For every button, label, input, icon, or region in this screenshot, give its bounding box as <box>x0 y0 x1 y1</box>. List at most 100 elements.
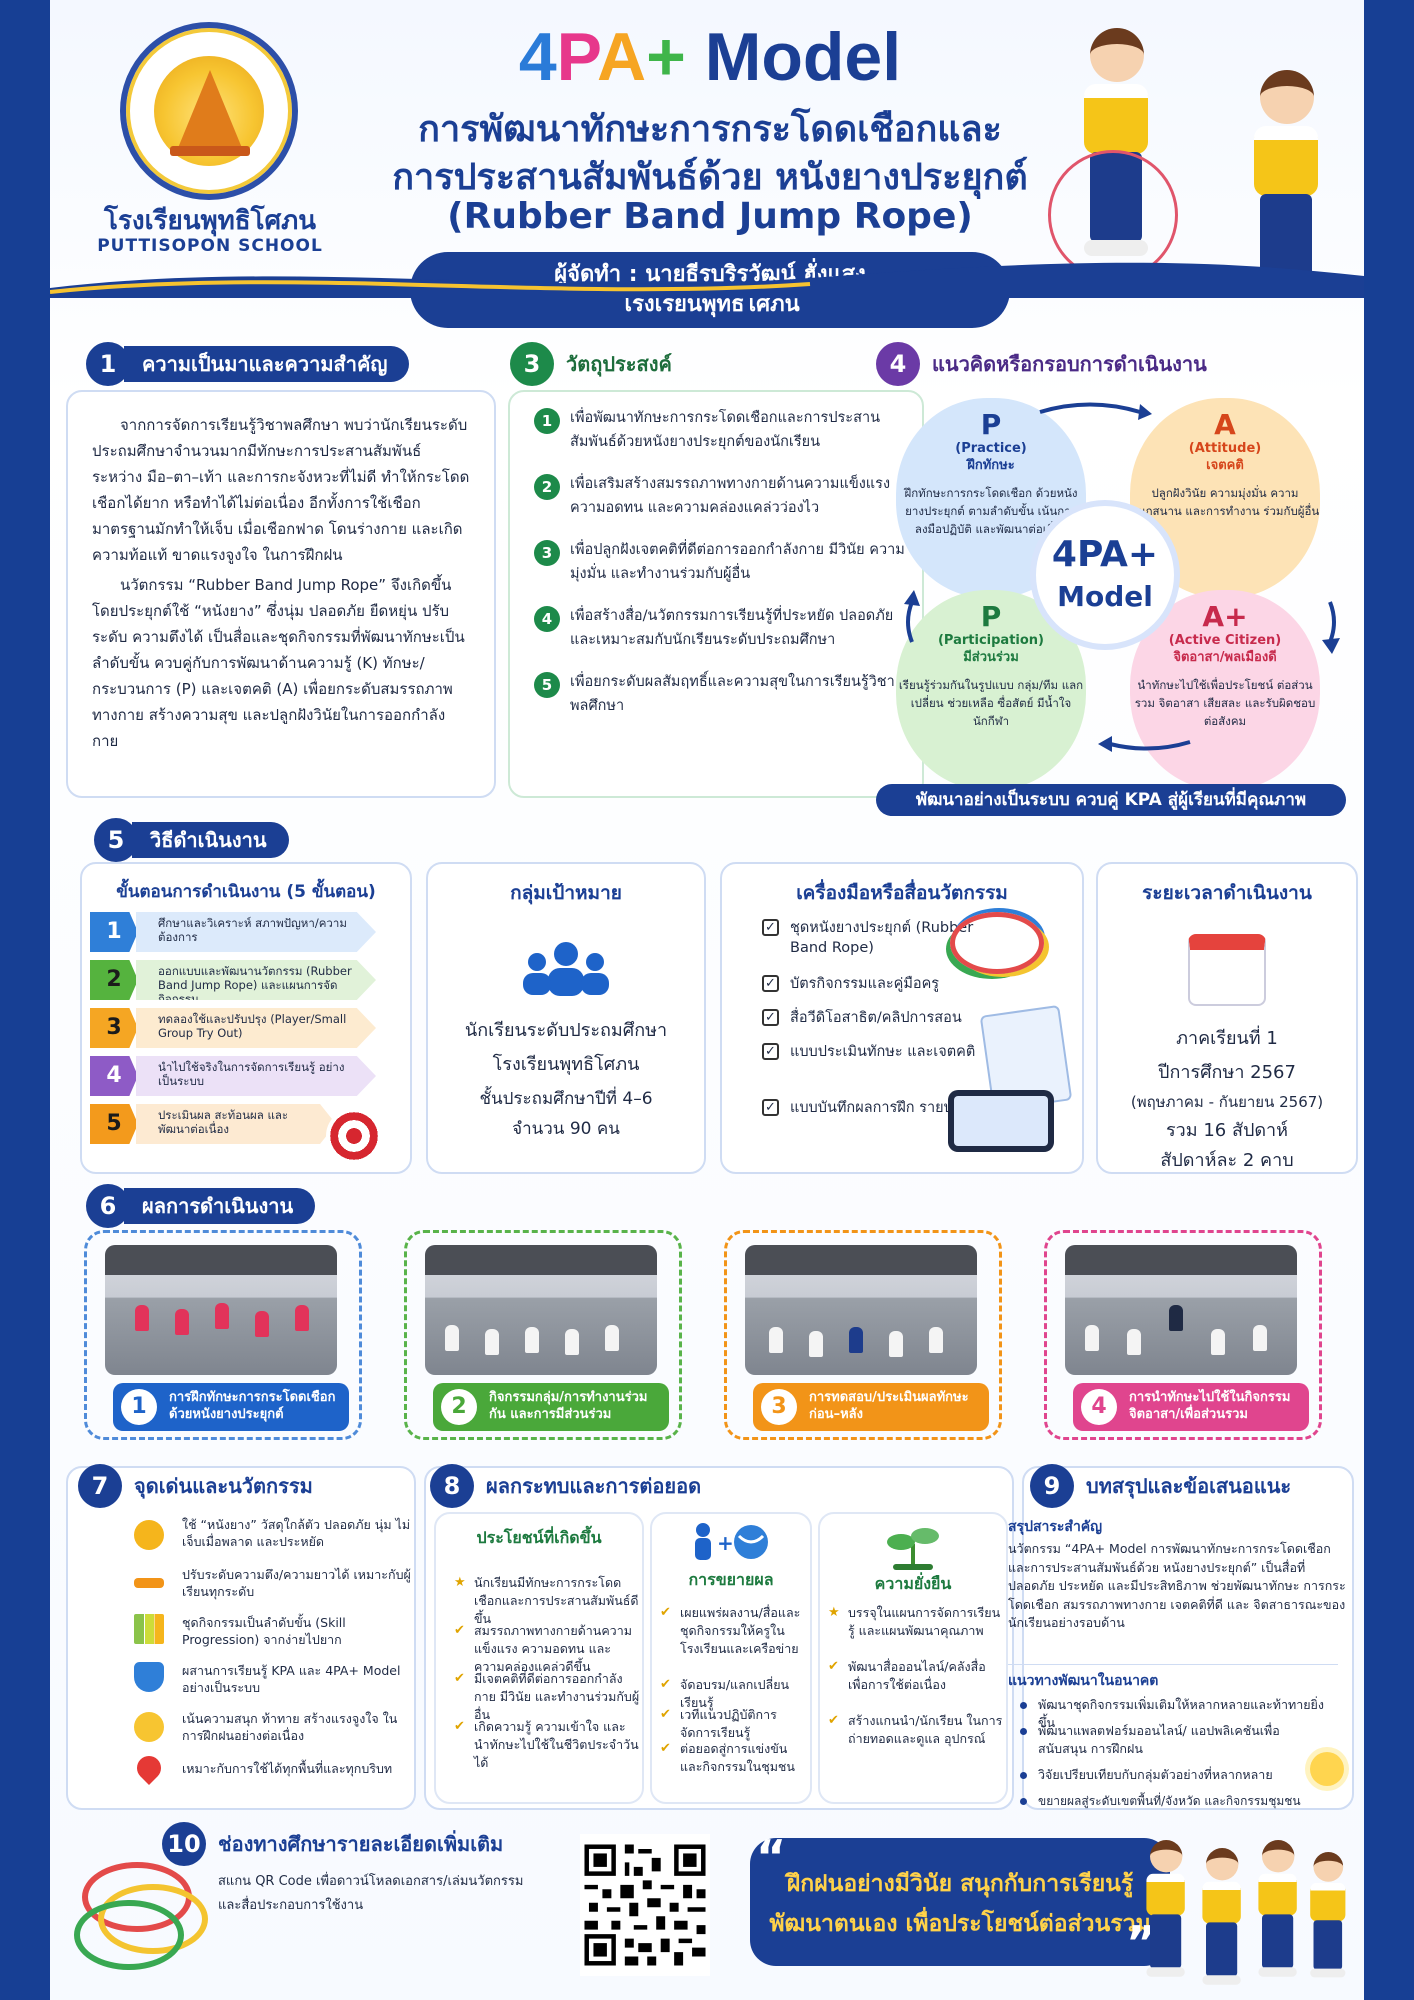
summary-text: นวัตกรรม “4PA+ Model การพัฒนาทักษะการกระ… <box>1008 1541 1346 1630</box>
section-title: ผลกระทบและการต่อยอด <box>486 1474 702 1498</box>
section-4-header: 4 แนวคิดหรือกรอบการดำเนินงาน <box>876 342 1229 386</box>
section-7-header: 7 จุดเด่นและนวัตกรรม <box>78 1464 335 1508</box>
tool-item: ✓สื่อวีดิโอสาธิต/คลิปการสอน <box>762 1008 990 1028</box>
background-para-2: นวัตกรรม “Rubber Band Jump Rope” จึงเกิด… <box>92 576 465 750</box>
section-number: 10 <box>162 1822 206 1866</box>
future-item: วิจัยเปรียบเทียบกับกลุ่มตัวอย่างที่หลากห… <box>1020 1766 1290 1784</box>
open-quote-icon: “ <box>756 1830 787 1884</box>
conclusion-box <box>1022 1466 1354 1810</box>
section-title: ผลการดำเนินงาน <box>124 1188 316 1224</box>
benefit-item: ✔สมรรถภาพทางกายด้านความแข็งแรง ความอดทน … <box>454 1623 632 1674</box>
objectives-box <box>508 390 924 798</box>
title-line-2: การประสานสัมพันธ์ด้วย หนังยางประยุกต์ <box>392 157 1028 198</box>
header-wave <box>50 262 1364 298</box>
school-name-thai: โรงเรียนพุทธิโศภน <box>103 206 316 236</box>
expansion-item: ✔เวทีแนวปฏิบัติการจัดการเรียนรู้ <box>660 1707 777 1740</box>
target-icon <box>326 1108 382 1164</box>
qr-code[interactable] <box>580 1834 710 1976</box>
summary-title: สรุปสาระสำคัญ <box>1008 1519 1103 1535</box>
highlight-item: ใช้ “หนังยาง” วัสดุใกล้ตัว ปลอดภัย นุ่ม … <box>182 1517 411 1549</box>
future-item: ขยายผลสู่ระดับเขตพื้นที่/จังหวัด และกิจก… <box>1020 1792 1338 1810</box>
pagoda-base <box>170 146 250 156</box>
timeframe-line: สัปดาห์ละ 2 คาบ <box>1160 1150 1294 1171</box>
poster-body: โรงเรียนพุทธิโศภน PUTTISOPON SCHOOL 4PA+… <box>50 0 1364 2000</box>
section-number: 7 <box>78 1464 122 1508</box>
model-a: A <box>596 19 647 95</box>
rubber-bands-icon <box>950 912 1044 974</box>
highlight-item: ปรับระดับความตึง/ความยาวได้ เหมาะกับผู้เ… <box>182 1567 411 1599</box>
school-name-english: PUTTISOPON SCHOOL <box>97 236 323 256</box>
benefit-item: ✔เกิดความรู้ ความเข้าใจ และนำทักษะไปใช้ใ… <box>454 1719 639 1770</box>
shield-icon <box>134 1662 164 1692</box>
section-title: ความเป็นมาและความสำคัญ <box>124 346 410 382</box>
highlight-item: เหมาะกับการใช้ได้ทุกพื้นที่และทุกบริบท <box>182 1761 393 1776</box>
benefit-item: ✔มีเจตคติที่ดีต่อการออกกำลังกาย มีวินัย … <box>454 1671 640 1722</box>
svg-text:+: + <box>717 1531 734 1555</box>
result-photo <box>745 1245 977 1375</box>
section-number: 1 <box>86 342 130 386</box>
background-box: จากการจัดการเรียนรู้วิชาพลศึกษา พบว่านัก… <box>66 390 496 798</box>
model-word: Model <box>685 19 902 95</box>
motto-banner: ฝึกฝนอย่างมีวินัย สนุกกับการเรียนรู้ พัฒ… <box>750 1838 1170 1966</box>
step-2: 2 ออกแบบและพัฒนานวัตกรรม (Rubber Band Ju… <box>90 960 380 1000</box>
future-item: พัฒนาแพลตฟอร์มออนไลน์/ แอปพลิเคชันเพื่อส… <box>1020 1722 1290 1758</box>
sustainability-column: ความยั่งยืน <box>818 1512 1008 1804</box>
timeframe-line: ปีการศึกษา 2567 <box>1158 1062 1296 1083</box>
section-number: 6 <box>86 1184 130 1228</box>
timeframe-title: ระยะเวลาดำเนินงาน <box>1142 882 1312 904</box>
pagoda-icon <box>178 70 242 148</box>
tool-item: ✓บัตรกิจกรรมและคู่มือครู <box>762 974 990 994</box>
tool-item: ✓ชุดหนังยางประยุกต์ (Rubber Band Rope) <box>762 918 990 958</box>
lightbulb-icon <box>1310 1752 1344 1786</box>
people-group-icon <box>523 942 609 996</box>
timeframe-box: ระยะเวลาดำเนินงาน ภาคเรียนที่ 1 ปีการศึก… <box>1096 862 1358 1174</box>
sprout-icon <box>887 1528 939 1570</box>
section-number: 4 <box>876 342 920 386</box>
section-3-header: 3 วัตถุประสงค์ <box>510 342 694 386</box>
sustainability-item: ✔พัฒนาสื่อออนไลน์/คลังสื่อ เพื่อการใช้ต่… <box>828 1659 986 1692</box>
person-plus-globe-icon: + <box>695 1523 768 1560</box>
section-9-header: 9 บทสรุปและข้อเสนอแนะ <box>1030 1464 1313 1508</box>
result-photo <box>425 1245 657 1375</box>
section-6-header: 6 ผลการดำเนินงาน <box>86 1184 316 1228</box>
section-title: บทสรุปและข้อเสนอแนะ <box>1086 1474 1292 1498</box>
step-1: 1 ศึกษาและวิเคราะห์ สภาพปัญหา/ความต้องกา… <box>90 912 380 952</box>
kid-illustration <box>1308 1852 1347 1979</box>
model-p: P <box>556 19 597 95</box>
sustainability-item: ✔สร้างแกนนำ/นักเรียน ในการถ่ายทอดและดูแล… <box>828 1713 1003 1746</box>
section-1-header: 1 ความเป็นมาและความสำคัญ <box>86 342 410 386</box>
kid-illustration <box>1200 1848 1242 1986</box>
benefits-column: ประโยชน์ที่เกิดขึ้น <box>434 1512 644 1804</box>
tools-title: เครื่องมือหรือสื่อนวัตกรรม <box>796 882 1008 904</box>
section-5-header: 5 วิธีดำเนินงาน <box>94 818 289 862</box>
highlight-item: เน้นความสนุก ท้าทาย สร้างแรงจูงใจ ในการฝ… <box>182 1711 398 1743</box>
section-title: ช่องทางศึกษารายละเอียดเพิ่มเติม <box>218 1832 504 1856</box>
result-photo <box>105 1245 337 1375</box>
tool-item: ✓แบบบันทึกผลการฝึก รายบุคคล <box>762 1098 990 1118</box>
title-line-3: (Rubber Band Jump Rope) <box>447 196 973 237</box>
section-title: จุดเด่นและนวัตกรรม <box>134 1474 313 1498</box>
tool-item: ✓แบบประเมินทักษะ และเจตคติ <box>762 1042 990 1062</box>
kid-illustration <box>1144 1840 1186 1978</box>
section-number: 9 <box>1030 1464 1074 1508</box>
expansion-column: + การขยายผล <box>650 1512 812 1804</box>
future-title: แนวทางพัฒนาในอนาคต <box>1008 1673 1159 1689</box>
calendar-icon <box>1188 934 1266 1006</box>
section-number: 3 <box>510 342 554 386</box>
timeframe-line: ภาคเรียนที่ 1 <box>1176 1028 1278 1049</box>
highlight-item: ชุดกิจกรรมเป็นลำดับขั้น (Skill Progressi… <box>182 1615 346 1647</box>
future-item: พัฒนาชุดกิจกรรมเพิ่มเติมให้หลากหลายและท้… <box>1020 1696 1338 1732</box>
model-title: 4PA+ Model <box>350 18 1070 96</box>
step-3: 3 ทดลองใช้และปรับปรุง (Player/Small Grou… <box>90 1008 380 1048</box>
smile-icon <box>134 1712 164 1742</box>
target-line: ชั้นประถมศึกษาปีที่ 4–6 <box>479 1089 653 1109</box>
adjust-icon <box>134 1578 164 1588</box>
